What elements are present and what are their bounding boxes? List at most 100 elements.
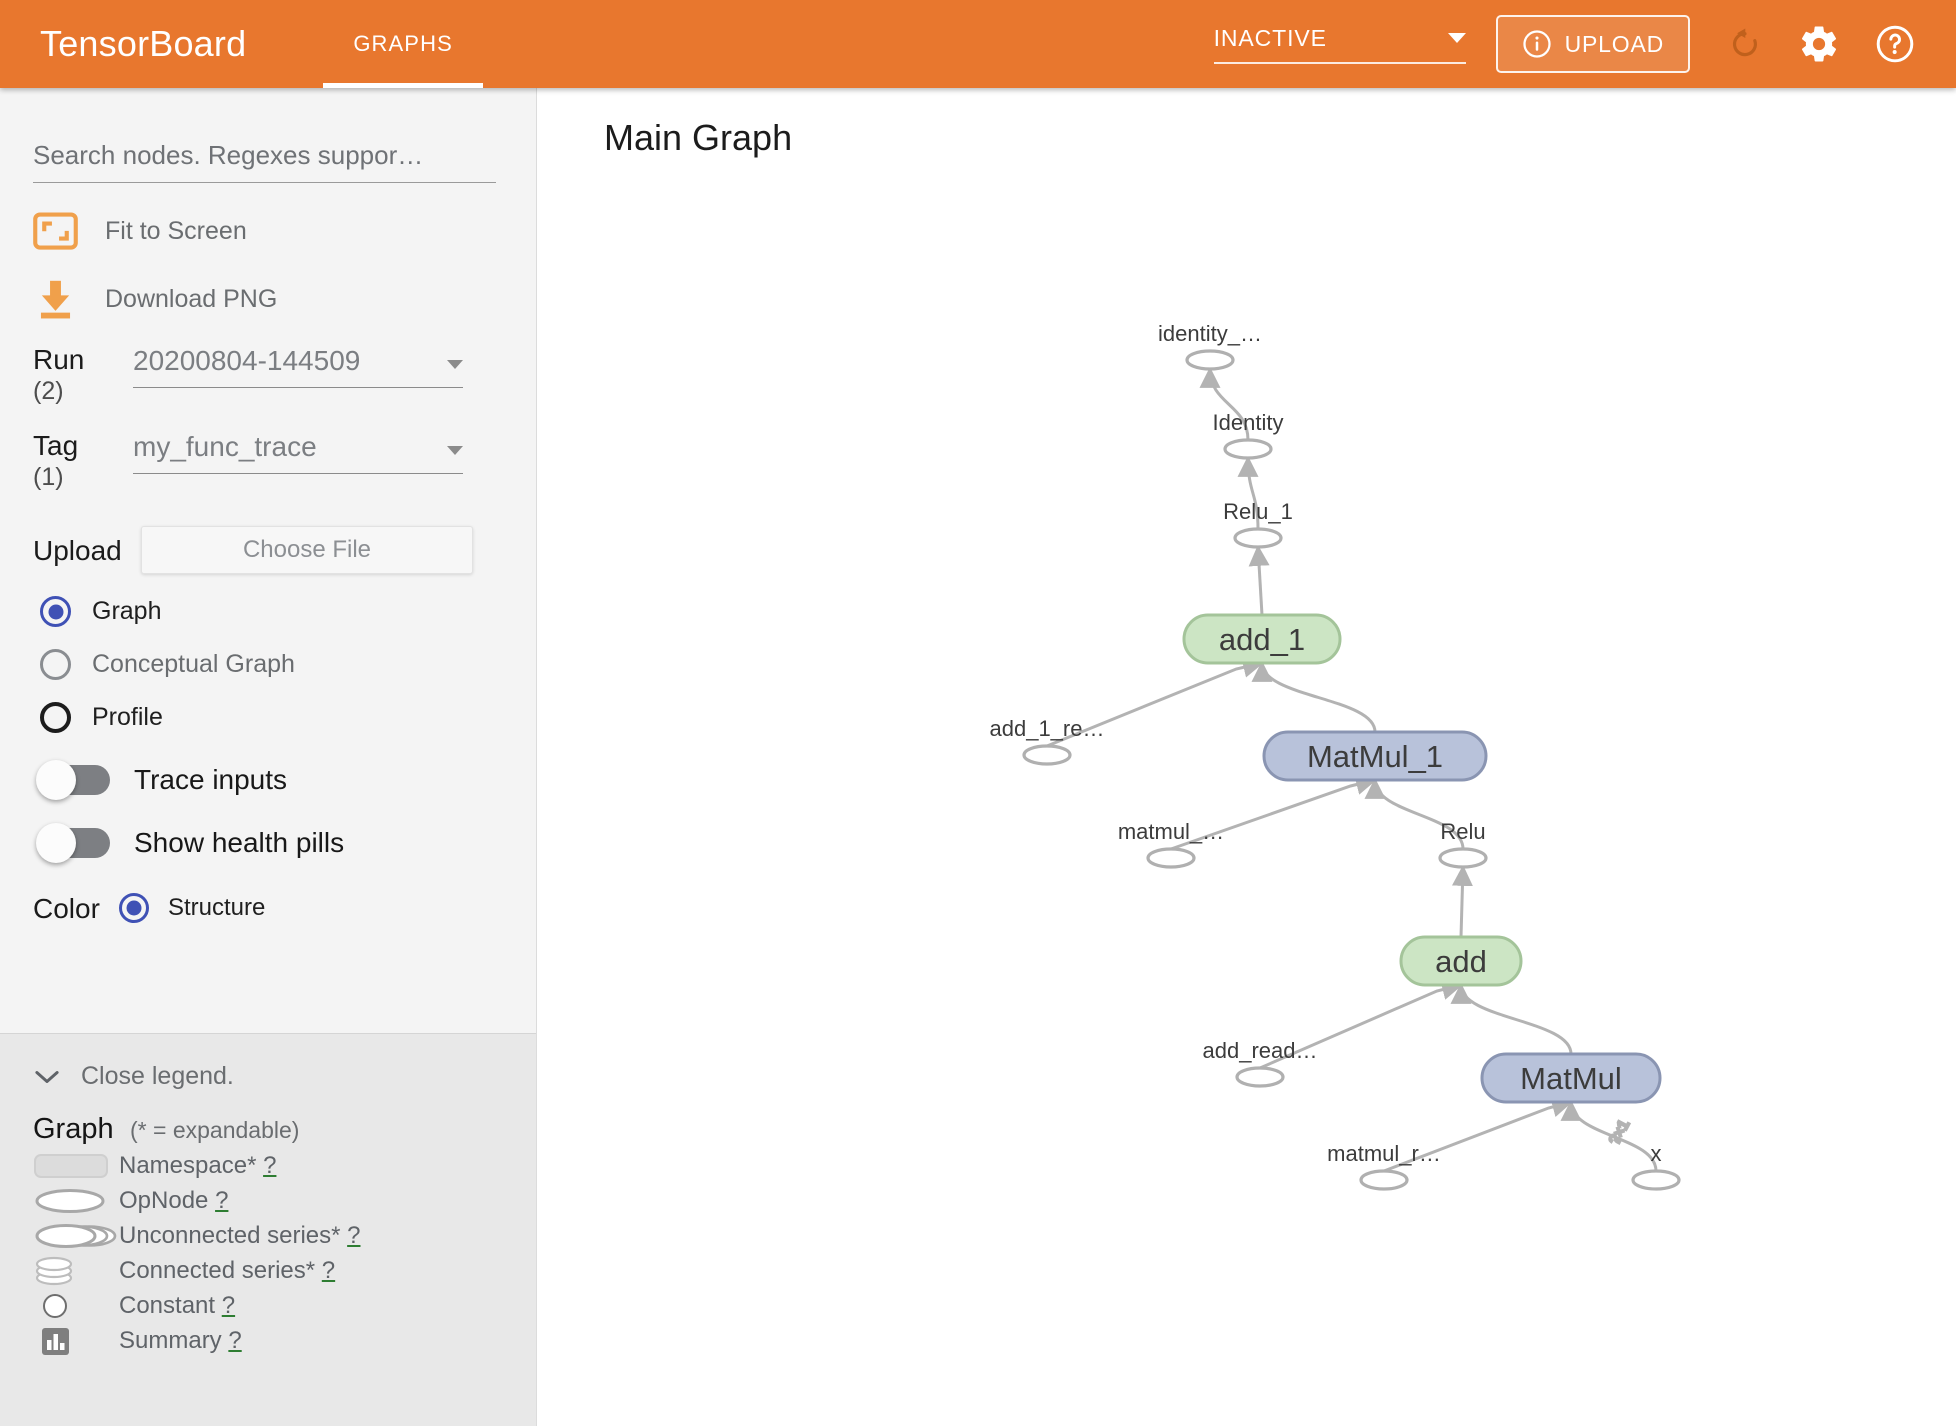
legend-item-unconnected-series: Unconnected series* ? xyxy=(33,1220,536,1251)
run-value: 20200804-144509 xyxy=(133,345,361,376)
graph-edge xyxy=(1450,982,1573,1055)
graph-node-matmul_c[interactable]: matmul_… xyxy=(1118,819,1224,869)
chevron-down-icon xyxy=(447,360,463,369)
graph-node-label: Relu_1 xyxy=(1223,499,1293,524)
graph-node-add_1[interactable]: add_1 xyxy=(1182,613,1342,665)
toggle-show-health-pills[interactable]: Show health pills xyxy=(33,823,496,864)
sidebar: Fit to Screen Download PNG Run (2) 20200… xyxy=(0,88,537,1426)
legend-label-opnode: OpNode xyxy=(119,1186,209,1214)
toggle-trace-inputs-label: Trace inputs xyxy=(134,764,288,796)
graph-node-label: MatMul xyxy=(1520,1061,1622,1096)
header-actions: INACTIVE UPLOAD xyxy=(1213,15,1956,73)
search-field xyxy=(33,88,496,183)
graph-node-add_1_re[interactable]: add_1_re… xyxy=(990,716,1105,766)
graph-node-Relu_1[interactable]: Relu_1 xyxy=(1223,499,1293,549)
fit-to-screen-action[interactable]: Fit to Screen xyxy=(33,212,496,250)
color-label: Color xyxy=(33,892,100,924)
graph-edge xyxy=(1248,544,1270,616)
namespace-rect-icon xyxy=(33,1152,119,1180)
radio-structure-indicator[interactable] xyxy=(119,893,149,924)
legend-help-constant[interactable]: ? xyxy=(221,1291,236,1319)
legend-help-connected-series[interactable]: ? xyxy=(321,1256,336,1284)
chevron-down-icon xyxy=(447,445,463,455)
toggle-trace-inputs[interactable]: Trace inputs xyxy=(33,760,496,801)
legend-header: Graph (* = expandable) xyxy=(33,1113,536,1146)
legend-help-namespace[interactable]: ? xyxy=(263,1151,277,1179)
toggle-show-health-pills-switch[interactable] xyxy=(36,823,110,864)
graph-node-label: add xyxy=(1435,944,1487,979)
graph-node-add[interactable]: add xyxy=(1399,935,1523,987)
legend-help-summary[interactable]: ? xyxy=(228,1326,242,1354)
graph-edge xyxy=(1251,660,1377,733)
legend-item-namespace: Namespace* ? xyxy=(33,1150,536,1181)
radio-conceptual-graph[interactable]: Conceptual Graph xyxy=(33,649,496,681)
graph-node-label: Relu xyxy=(1440,819,1485,844)
toggle-trace-inputs-switch[interactable] xyxy=(36,760,110,801)
graph-edge xyxy=(1560,1099,1658,1172)
graph-edges: ?×1 xyxy=(1046,366,1658,1173)
radio-profile[interactable]: Profile xyxy=(33,702,496,734)
search-input[interactable] xyxy=(33,140,496,183)
connected-series-icon xyxy=(33,1256,119,1286)
graph-node-identity_out[interactable]: identity_… xyxy=(1158,321,1262,371)
graph-edge xyxy=(1199,366,1250,441)
run-dropdown[interactable]: 20200804-144509 xyxy=(133,345,463,388)
legend-item-summary: Summary ? xyxy=(33,1325,536,1356)
legend-subtitle: (* = expandable) xyxy=(130,1117,300,1143)
tag-value: my_func_trace xyxy=(133,430,317,462)
legend-help-unconnected-series[interactable]: ? xyxy=(347,1221,361,1249)
tab-graphs[interactable]: GRAPHS xyxy=(323,0,483,88)
legend-title: Graph xyxy=(33,1113,114,1145)
graph-node-label: identity_… xyxy=(1158,321,1262,346)
color-row: Color Structure xyxy=(33,893,496,949)
run-selector-row: Run (2) 20200804-144509 xyxy=(33,345,496,405)
graph-node-MatMul_1[interactable]: MatMul_1 xyxy=(1262,730,1488,782)
radio-profile-indicator xyxy=(40,702,71,734)
close-legend-toggle[interactable]: Close legend. xyxy=(33,1062,536,1091)
graph-node-label: x xyxy=(1651,1141,1662,1166)
graph-node-label: MatMul_1 xyxy=(1307,739,1443,774)
choose-file-button[interactable]: Choose File xyxy=(141,526,473,575)
tag-label: Tag (1) xyxy=(33,430,129,490)
opnode-ellipse-icon xyxy=(33,1187,119,1215)
legend-help-opnode[interactable]: ? xyxy=(215,1186,229,1214)
graph-node-matmul_r[interactable]: matmul_r… xyxy=(1327,1141,1441,1191)
fit-to-screen-label: Fit to Screen xyxy=(105,216,247,245)
close-legend-label: Close legend. xyxy=(81,1062,234,1090)
run-state-dropdown[interactable]: INACTIVE xyxy=(1213,25,1466,64)
legend-item-connected-series: Connected series* ? xyxy=(33,1255,536,1286)
graph-node-label: matmul_r… xyxy=(1327,1141,1441,1166)
graph-node-label: add_read… xyxy=(1203,1038,1318,1063)
graph-node-Relu[interactable]: Relu xyxy=(1438,819,1488,869)
chevron-down-icon xyxy=(35,1070,59,1083)
constant-circle-icon xyxy=(33,1292,119,1320)
graph-node-add_read[interactable]: add_read… xyxy=(1203,1038,1318,1088)
app-brand: TensorBoard xyxy=(40,23,247,64)
upload-button[interactable]: UPLOAD xyxy=(1495,15,1690,73)
help-icon[interactable] xyxy=(1874,23,1916,65)
radio-graph[interactable]: Graph xyxy=(33,596,496,628)
radio-structure-label: Structure xyxy=(168,894,266,922)
reload-icon[interactable] xyxy=(1726,25,1764,63)
download-icon xyxy=(40,280,71,319)
gear-icon[interactable] xyxy=(1798,23,1840,65)
run-label: Run (2) xyxy=(33,345,129,405)
radio-graph-indicator xyxy=(40,596,71,628)
summary-bars-icon xyxy=(33,1326,119,1356)
download-png-action[interactable]: Download PNG xyxy=(33,279,496,319)
tag-dropdown[interactable]: my_func_trace xyxy=(133,431,463,474)
graph-node-label: matmul_… xyxy=(1118,819,1224,844)
graph-node-MatMul[interactable]: MatMul xyxy=(1480,1052,1662,1104)
run-count: (2) xyxy=(33,377,64,406)
legend-item-opnode: OpNode ? xyxy=(33,1185,536,1216)
upload-row: Upload Choose File xyxy=(33,526,496,575)
radio-conceptual-graph-indicator xyxy=(40,649,71,681)
upload-label: Upload xyxy=(33,534,122,566)
legend-item-constant: Constant ? xyxy=(33,1290,536,1321)
graph-node-Identity[interactable]: Identity xyxy=(1213,410,1284,460)
graph-node-x[interactable]: x xyxy=(1631,1141,1681,1191)
graph-node-label: add_1_re… xyxy=(990,716,1105,741)
